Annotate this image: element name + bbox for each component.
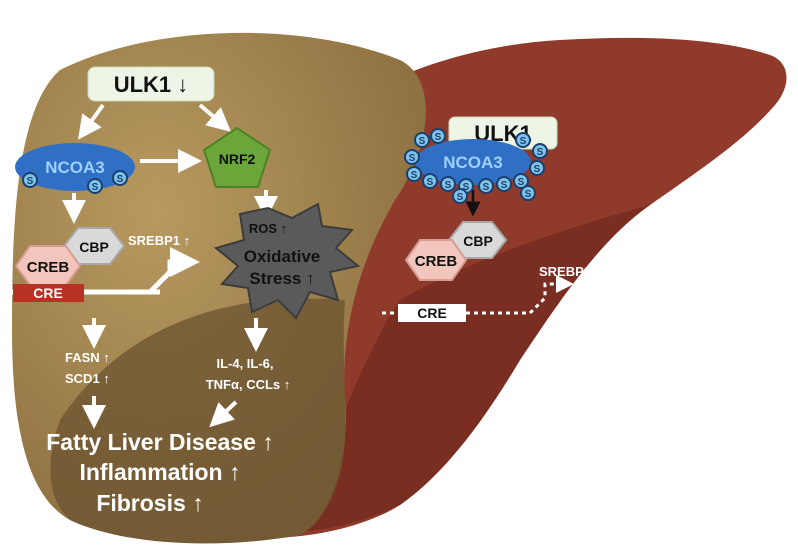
arrow-cytokines-to-outcomes [209, 400, 238, 428]
s-mark: S [537, 147, 544, 158]
srebp1-left-label: SREBP1 ↑ [128, 233, 190, 248]
creb-right-label: CREB [415, 253, 458, 270]
phospho-site [404, 149, 420, 165]
creb-right: CREB [404, 239, 468, 281]
cre-right: CRE [382, 275, 574, 322]
phospho-site [430, 128, 446, 144]
oxidative-label-line1: Oxidative [244, 247, 321, 266]
srebp1-promoter-arrow [148, 247, 200, 294]
phospho-site [414, 132, 430, 148]
cytokines-line1: IL-4, IL-6, [216, 356, 273, 371]
s-mark: S [117, 174, 124, 185]
fasn-label: FASN ↑ [65, 350, 110, 365]
srebp1-right-label: SREBP1 [539, 264, 591, 279]
phospho-site [513, 173, 529, 189]
phospho-site [532, 143, 548, 159]
phospho-marks-left: S S S [22, 170, 128, 194]
cbp-left-label: CBP [79, 239, 109, 255]
s-mark: S [92, 182, 99, 193]
creb-left-label: CREB [27, 259, 70, 276]
ulk1-down-label: ULK1 ↓ [114, 72, 189, 97]
phospho-site [515, 132, 531, 148]
outcome-inflammation: Inflammation ↑ [79, 459, 240, 485]
s-mark: S [427, 177, 434, 188]
s-mark: S [501, 180, 508, 191]
s-mark: S [409, 153, 416, 164]
phospho-site [478, 178, 494, 194]
phospho-site [520, 185, 536, 201]
oxidative-stress-burst: ROS ↑ Oxidative Stress ↑ [213, 202, 361, 320]
phospho-site [529, 160, 545, 176]
phospho-site [406, 166, 422, 182]
cbp-right-label: CBP [463, 233, 493, 249]
cbp-right: CBP [447, 221, 508, 259]
ros-label: ROS ↑ [249, 221, 287, 236]
phospho-site [452, 188, 468, 204]
cbp-left: CBP [62, 227, 126, 265]
s-mark: S [463, 182, 470, 193]
phospho-site [496, 176, 512, 192]
arrow-ulk1-to-ncoa3 [77, 103, 105, 140]
s-mark: S [457, 192, 464, 203]
s-mark: S [435, 132, 442, 143]
nrf2-node: NRF2 [202, 126, 272, 188]
s-mark: S [520, 136, 527, 147]
ncoa3-right-label: NCOA3 [443, 153, 503, 172]
outcome-fibrosis: Fibrosis ↑ [96, 490, 203, 516]
s-mark: S [445, 180, 452, 191]
s-mark: S [525, 189, 532, 200]
s-mark: S [483, 182, 490, 193]
phospho-site [440, 176, 456, 192]
phospho-site [422, 173, 438, 189]
arrow-ulk1-to-nrf2 [198, 103, 232, 132]
ulk1-down-box: ULK1 ↓ [87, 66, 215, 102]
cytokines-line2: TNFα, CCLs ↑ [206, 377, 291, 392]
ncoa3-left: NCOA3 S S S [15, 143, 135, 194]
creb-left: CREB [14, 245, 82, 286]
nrf2-label: NRF2 [219, 151, 256, 167]
liver-shape [12, 32, 787, 544]
s-mark: S [518, 177, 525, 188]
oxidative-label-line2: Stress ↑ [249, 269, 314, 288]
scd1-label: SCD1 ↑ [65, 371, 110, 386]
s-mark: S [27, 176, 34, 187]
srebp1-right-arrow [528, 275, 574, 315]
cre-left: CRE [0, 247, 200, 302]
s-mark: S [534, 164, 541, 175]
s-mark: S [411, 170, 418, 181]
s-mark: S [419, 136, 426, 147]
cre-right-label: CRE [417, 305, 447, 321]
outcome-fatty-liver: Fatty Liver Disease ↑ [46, 429, 274, 455]
fatty-liver-shadow [50, 298, 346, 544]
cre-left-label: CRE [33, 285, 63, 301]
ncoa3-left-label: NCOA3 [45, 158, 105, 177]
